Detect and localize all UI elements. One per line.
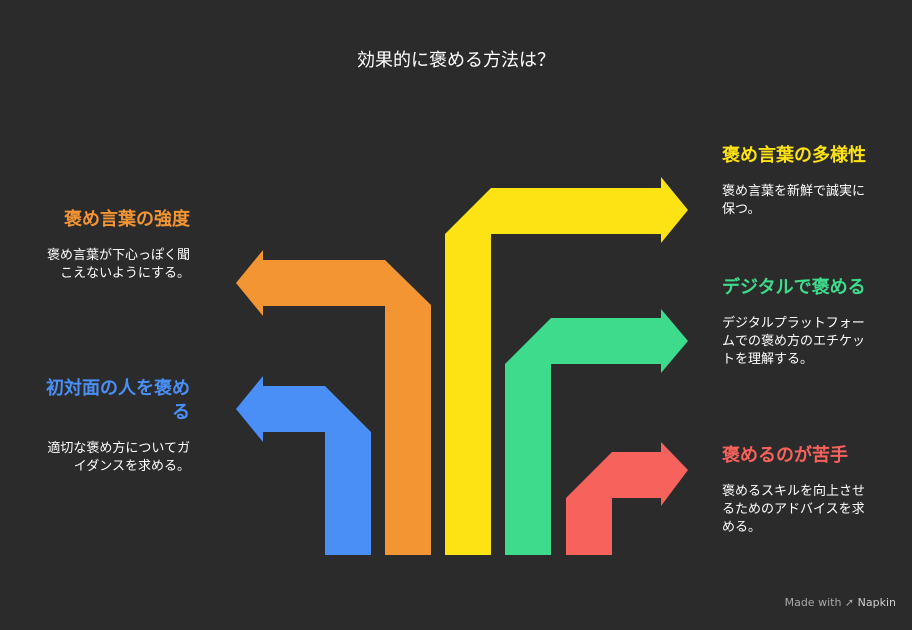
arrow-intensity	[236, 250, 431, 555]
item-digital: デジタルで褒める デジタルプラットフォームでの褒め方のエチケットを理解する。	[722, 276, 882, 369]
arrow-digital	[505, 309, 688, 555]
item-description: 褒めるスキルを向上させるためのアドバイスを求める。	[722, 484, 866, 535]
napkin-logo-icon: ➚	[844, 596, 855, 609]
item-heading: 褒め言葉の強度	[64, 209, 190, 230]
arrow-first-meeting	[236, 376, 371, 555]
item-description: 適切な褒め方についてガイダンスを求める。	[47, 441, 190, 474]
item-first-meeting: 初対面の人を褒める 適切な褒め方についてガイダンスを求める。	[30, 377, 190, 476]
page-title: 効果的に褒める方法は？	[357, 50, 555, 71]
arrow-diversity	[445, 177, 688, 555]
item-diversity: 褒め言葉の多様性 褒め言葉を新鮮で誠実に保つ。	[722, 144, 882, 219]
item-description: 褒め言葉を新鮮で誠実に保つ。	[722, 184, 866, 217]
item-description: 褒め言葉が下心っぽく聞こえないようにする。	[46, 248, 190, 281]
item-description: デジタルプラットフォームでの褒め方のエチケットを理解する。	[722, 316, 866, 367]
made-with-napkin[interactable]: Made with ➚ Napkin	[785, 596, 896, 609]
item-heading: 褒め言葉の多様性	[722, 145, 866, 166]
arrow-weak	[566, 442, 688, 555]
item-intensity: 褒め言葉の強度 褒め言葉が下心っぽく聞こえないようにする。	[30, 208, 190, 283]
napkin-brand: Napkin	[857, 596, 896, 609]
item-heading: デジタルで褒める	[722, 277, 866, 298]
made-with-label: Made with	[784, 596, 842, 609]
item-heading: 褒めるのが苦手	[722, 445, 848, 466]
item-heading: 初対面の人を褒める	[46, 378, 190, 423]
item-weak: 褒めるのが苦手 褒めるスキルを向上させるためのアドバイスを求める。	[722, 444, 882, 537]
